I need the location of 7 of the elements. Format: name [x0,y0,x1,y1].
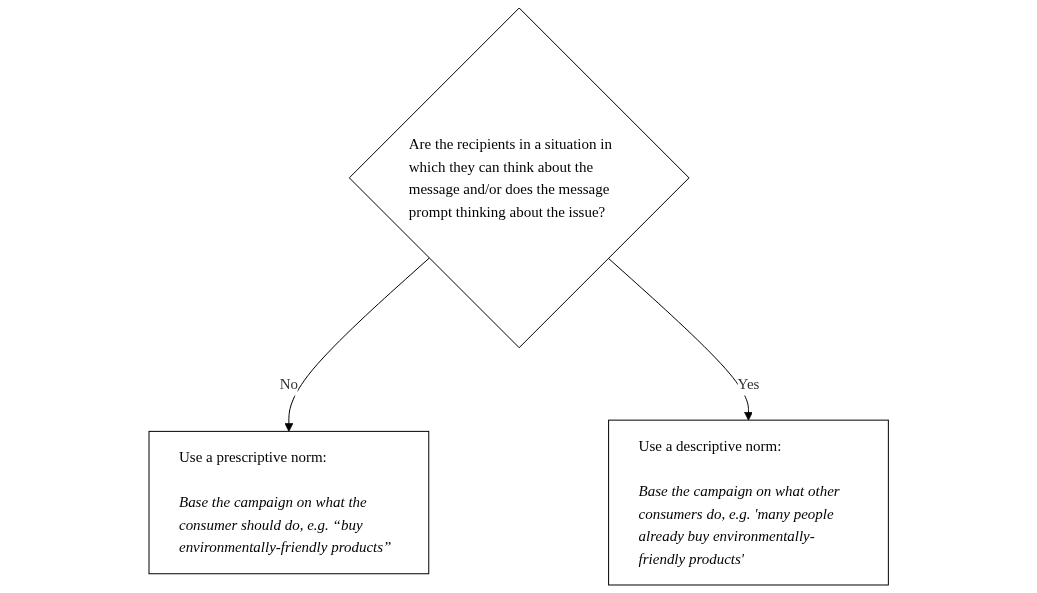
node-diamond: Are the recipients in a situation in which they can think about the message and/or does the message prompt thinking about the issue? [348,7,690,349]
node-box: Use a prescriptive norm: Base the campaign on what the consumer should do, e.g. “buy environmentally-friendly products” [148,430,430,575]
arrow [607,257,753,421]
edge-label: No [279,375,298,392]
edge-label: Yes [737,375,760,392]
node-box: Use a descriptive norm: Base the campaign on what other consumers do, e.g. 'many people already buy environmentally-friendly products' [607,419,889,586]
arrow [284,257,430,432]
